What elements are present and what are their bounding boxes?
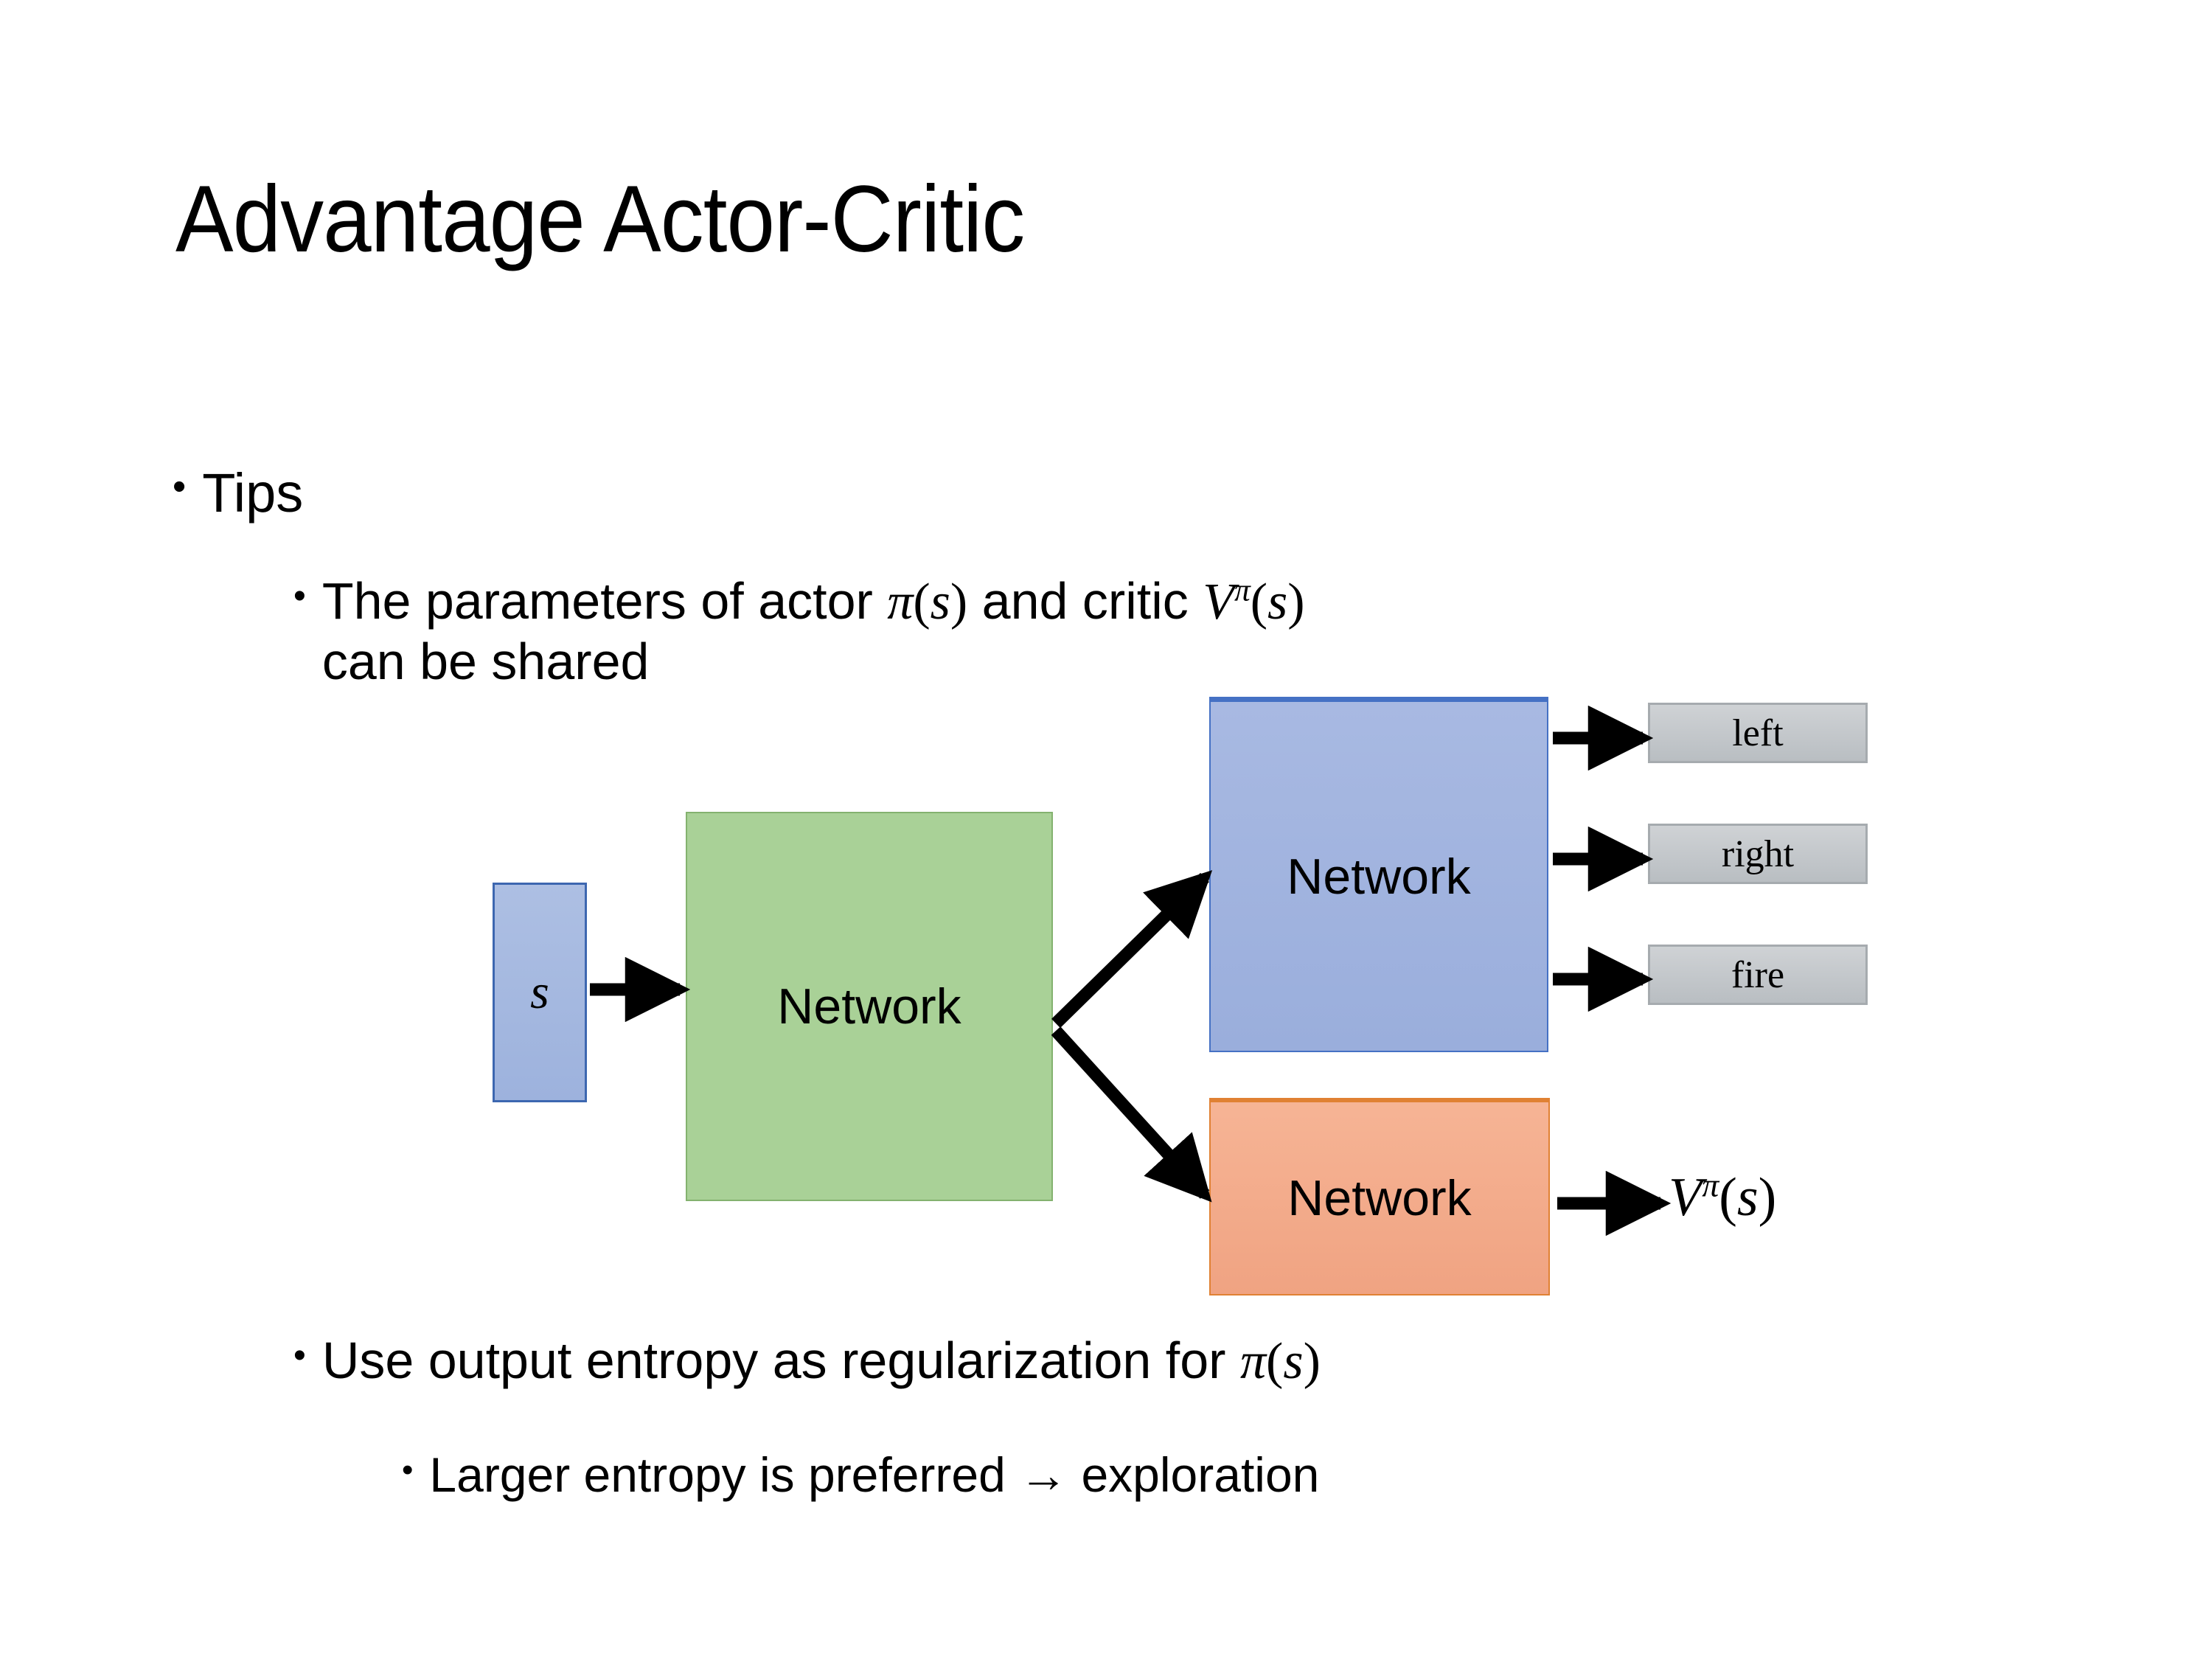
shared-network-box: Network	[686, 812, 1053, 1201]
critic-network-label: Network	[1287, 1170, 1472, 1226]
action-label-fire: fire	[1731, 953, 1785, 996]
action-box-fire: fire	[1648, 945, 1868, 1005]
math-v-pi-s: Vπ(s)	[1203, 572, 1305, 630]
bullet-marker: •	[173, 465, 187, 508]
page-title: Advantage Actor-Critic	[175, 167, 1025, 272]
critic-output-superscript: π	[1702, 1166, 1719, 1204]
bullet-shared-parameters-label: The parameters of actor π(s) and critic …	[322, 571, 1305, 692]
arrow-shared-to-critic	[1051, 1026, 1212, 1203]
critic-output-argument: (s)	[1719, 1167, 1777, 1228]
bullet-tips: • Tips	[173, 462, 303, 525]
action-label-left: left	[1732, 712, 1784, 754]
critic-output-base: V	[1669, 1167, 1703, 1228]
action-label-right: right	[1721, 832, 1795, 875]
bullet-shared-parameters: • The parameters of actor π(s) and criti…	[293, 571, 1305, 692]
critic-network-box: Network	[1209, 1098, 1550, 1295]
bullet-text-segment: can be shared	[321, 633, 650, 691]
bullet-text-segment: Use output entropy as regularization for	[321, 1332, 1240, 1389]
bullet-larger-entropy-label: Larger entropy is preferred → exploratio…	[429, 1447, 1320, 1502]
critic-output-value: Vπ(s)	[1669, 1165, 1776, 1229]
actor-network-label: Network	[1287, 848, 1471, 905]
arrow-shared-to-actor	[1051, 870, 1213, 1029]
action-box-right: right	[1648, 824, 1868, 884]
bullet-output-entropy-label: Use output entropy as regularization for…	[322, 1331, 1321, 1391]
bullet-output-entropy: • Use output entropy as regularization f…	[293, 1331, 1321, 1391]
actor-network-box: Network	[1209, 697, 1548, 1052]
shared-network-label: Network	[777, 978, 961, 1034]
bullet-marker: •	[293, 577, 306, 616]
state-input-box: s	[493, 883, 587, 1102]
bullet-text-segment: The parameters of actor	[321, 572, 888, 630]
bullet-tips-label: Tips	[202, 462, 304, 524]
math-pi-s: π(s)	[887, 574, 968, 630]
bullet-marker: •	[402, 1452, 414, 1488]
action-box-left: left	[1648, 703, 1868, 763]
bullet-marker: •	[293, 1336, 306, 1375]
state-label: s	[530, 965, 549, 1019]
bullet-text-segment: and critic	[967, 572, 1203, 630]
math-pi-s: π(s)	[1239, 1333, 1321, 1390]
bullet-larger-entropy: • Larger entropy is preferred → explorat…	[402, 1447, 1319, 1503]
